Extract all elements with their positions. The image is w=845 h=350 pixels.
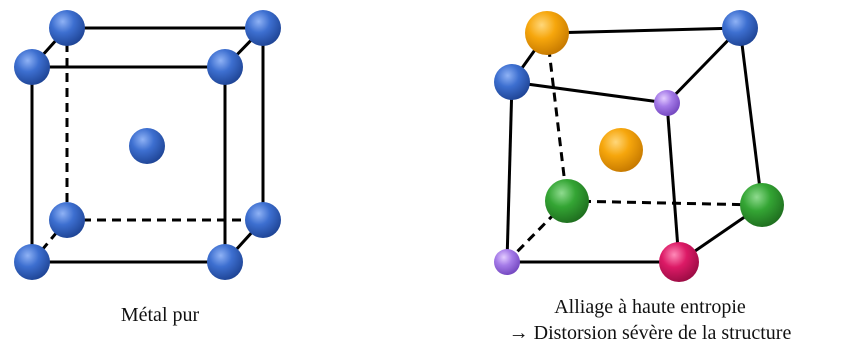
blue-atom	[207, 244, 243, 280]
edge	[505, 81, 514, 263]
blue-atom	[14, 49, 50, 85]
alloy-caption: Alliage à haute entropie → Distorsion sé…	[455, 294, 845, 346]
blue-atom	[494, 64, 530, 100]
purple-atom	[654, 90, 680, 116]
blue-atom	[245, 202, 281, 238]
edge	[546, 26, 741, 35]
pure-metal-atoms	[14, 10, 281, 280]
magenta-atom	[659, 242, 699, 282]
hidden-edge	[566, 199, 763, 207]
blue-atom	[207, 49, 243, 85]
high-entropy-alloy-structure	[494, 10, 784, 282]
edge	[511, 80, 668, 105]
blue-atom	[49, 202, 85, 238]
pure-metal-edges	[30, 26, 265, 264]
pure-metal-caption: Métal pur	[40, 302, 280, 328]
orange-atom-center	[599, 128, 643, 172]
blue-atom	[49, 10, 85, 46]
alloy-caption-line1: Alliage à haute entropie	[554, 296, 746, 318]
edge	[738, 27, 764, 206]
purple-atom	[494, 249, 520, 275]
hidden-edge	[545, 32, 569, 202]
edge	[665, 102, 681, 263]
blue-atom	[245, 10, 281, 46]
blue-atom-center	[129, 128, 165, 164]
alloy-caption-line2: → Distorsion sévère de la structure	[508, 322, 792, 344]
green-atom	[545, 179, 589, 223]
orange-atom	[525, 11, 569, 55]
green-atom	[740, 183, 784, 227]
blue-atom	[14, 244, 50, 280]
pure-metal-caption-text: Métal pur	[120, 304, 200, 326]
pure-metal-structure	[14, 10, 281, 280]
alloy-atoms	[494, 10, 784, 282]
blue-atom	[722, 10, 758, 46]
